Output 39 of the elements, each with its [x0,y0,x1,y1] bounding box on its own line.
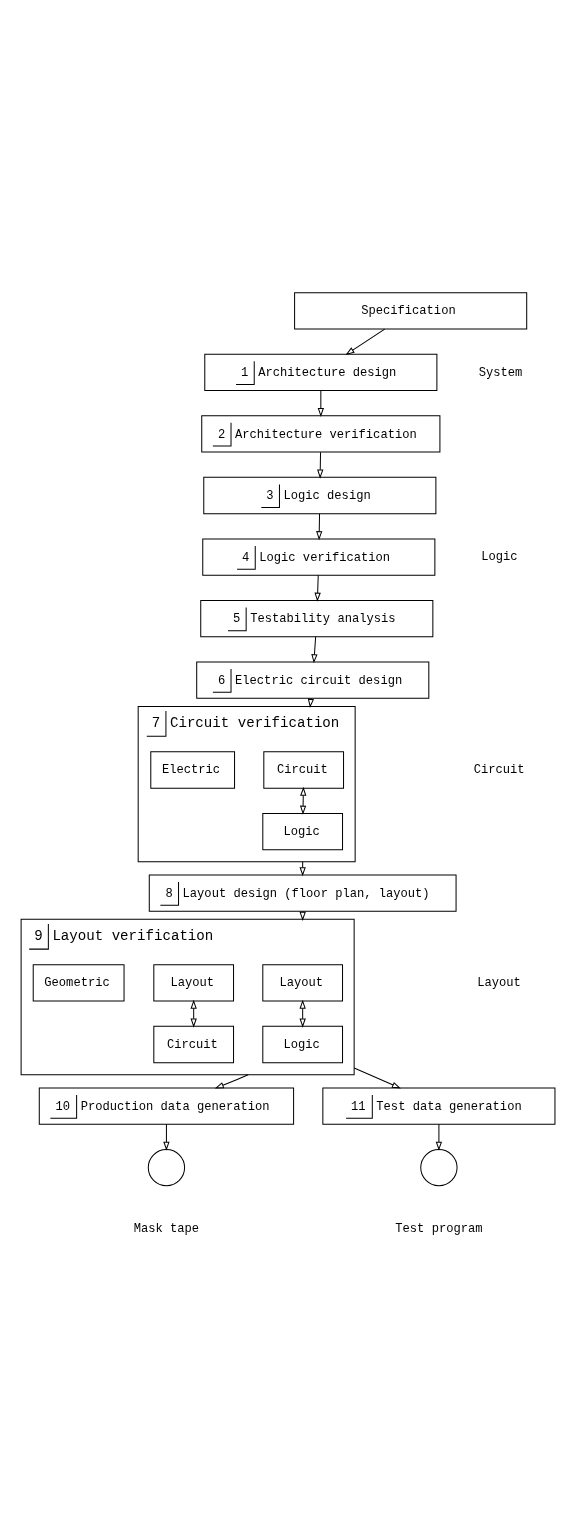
arrow [162,1123,170,1151]
node-box: Electric [149,751,235,789]
label: Layout [476,976,521,991]
node-box: 3 Logic design [202,476,436,515]
arrow [214,1074,249,1089]
label: System [478,365,522,380]
arrow [353,1067,401,1089]
node-box: 1 Architecture design [203,353,437,392]
node-circle [419,1148,458,1187]
node-box: Geometric [32,964,125,1002]
arrow [344,328,385,356]
node-box: 2 Architecture verification [200,415,440,453]
node-box: Logic [261,1025,343,1064]
arrow [317,390,324,418]
arrow [310,636,318,664]
label: Logic [480,550,518,565]
node-circle [147,1148,185,1187]
node-box: Logic [261,812,343,851]
arrow [307,698,314,708]
node-box: Circuit [152,1025,234,1064]
node-box: Layout [152,964,234,1002]
node-box: 11 Test data generation [321,1087,555,1125]
arrow [315,513,322,541]
node-box: Layout [261,964,343,1002]
label: Circuit [473,763,525,778]
node-label: Test program [394,1222,483,1237]
arrow [313,574,321,602]
arrow [190,999,197,1028]
node-label: Mask tape [133,1222,199,1237]
node-box: Circuit [262,751,344,789]
arrow [299,786,306,815]
arrow [299,999,306,1028]
node-box: 4 Logic verification [201,538,435,576]
arrow [435,1123,442,1151]
node-box: Specification [293,292,527,330]
arrow [299,910,306,921]
arrow [316,451,323,479]
node-box: 10 Production data generation [38,1087,294,1125]
node-box: 5 Testability analysis [199,599,433,638]
